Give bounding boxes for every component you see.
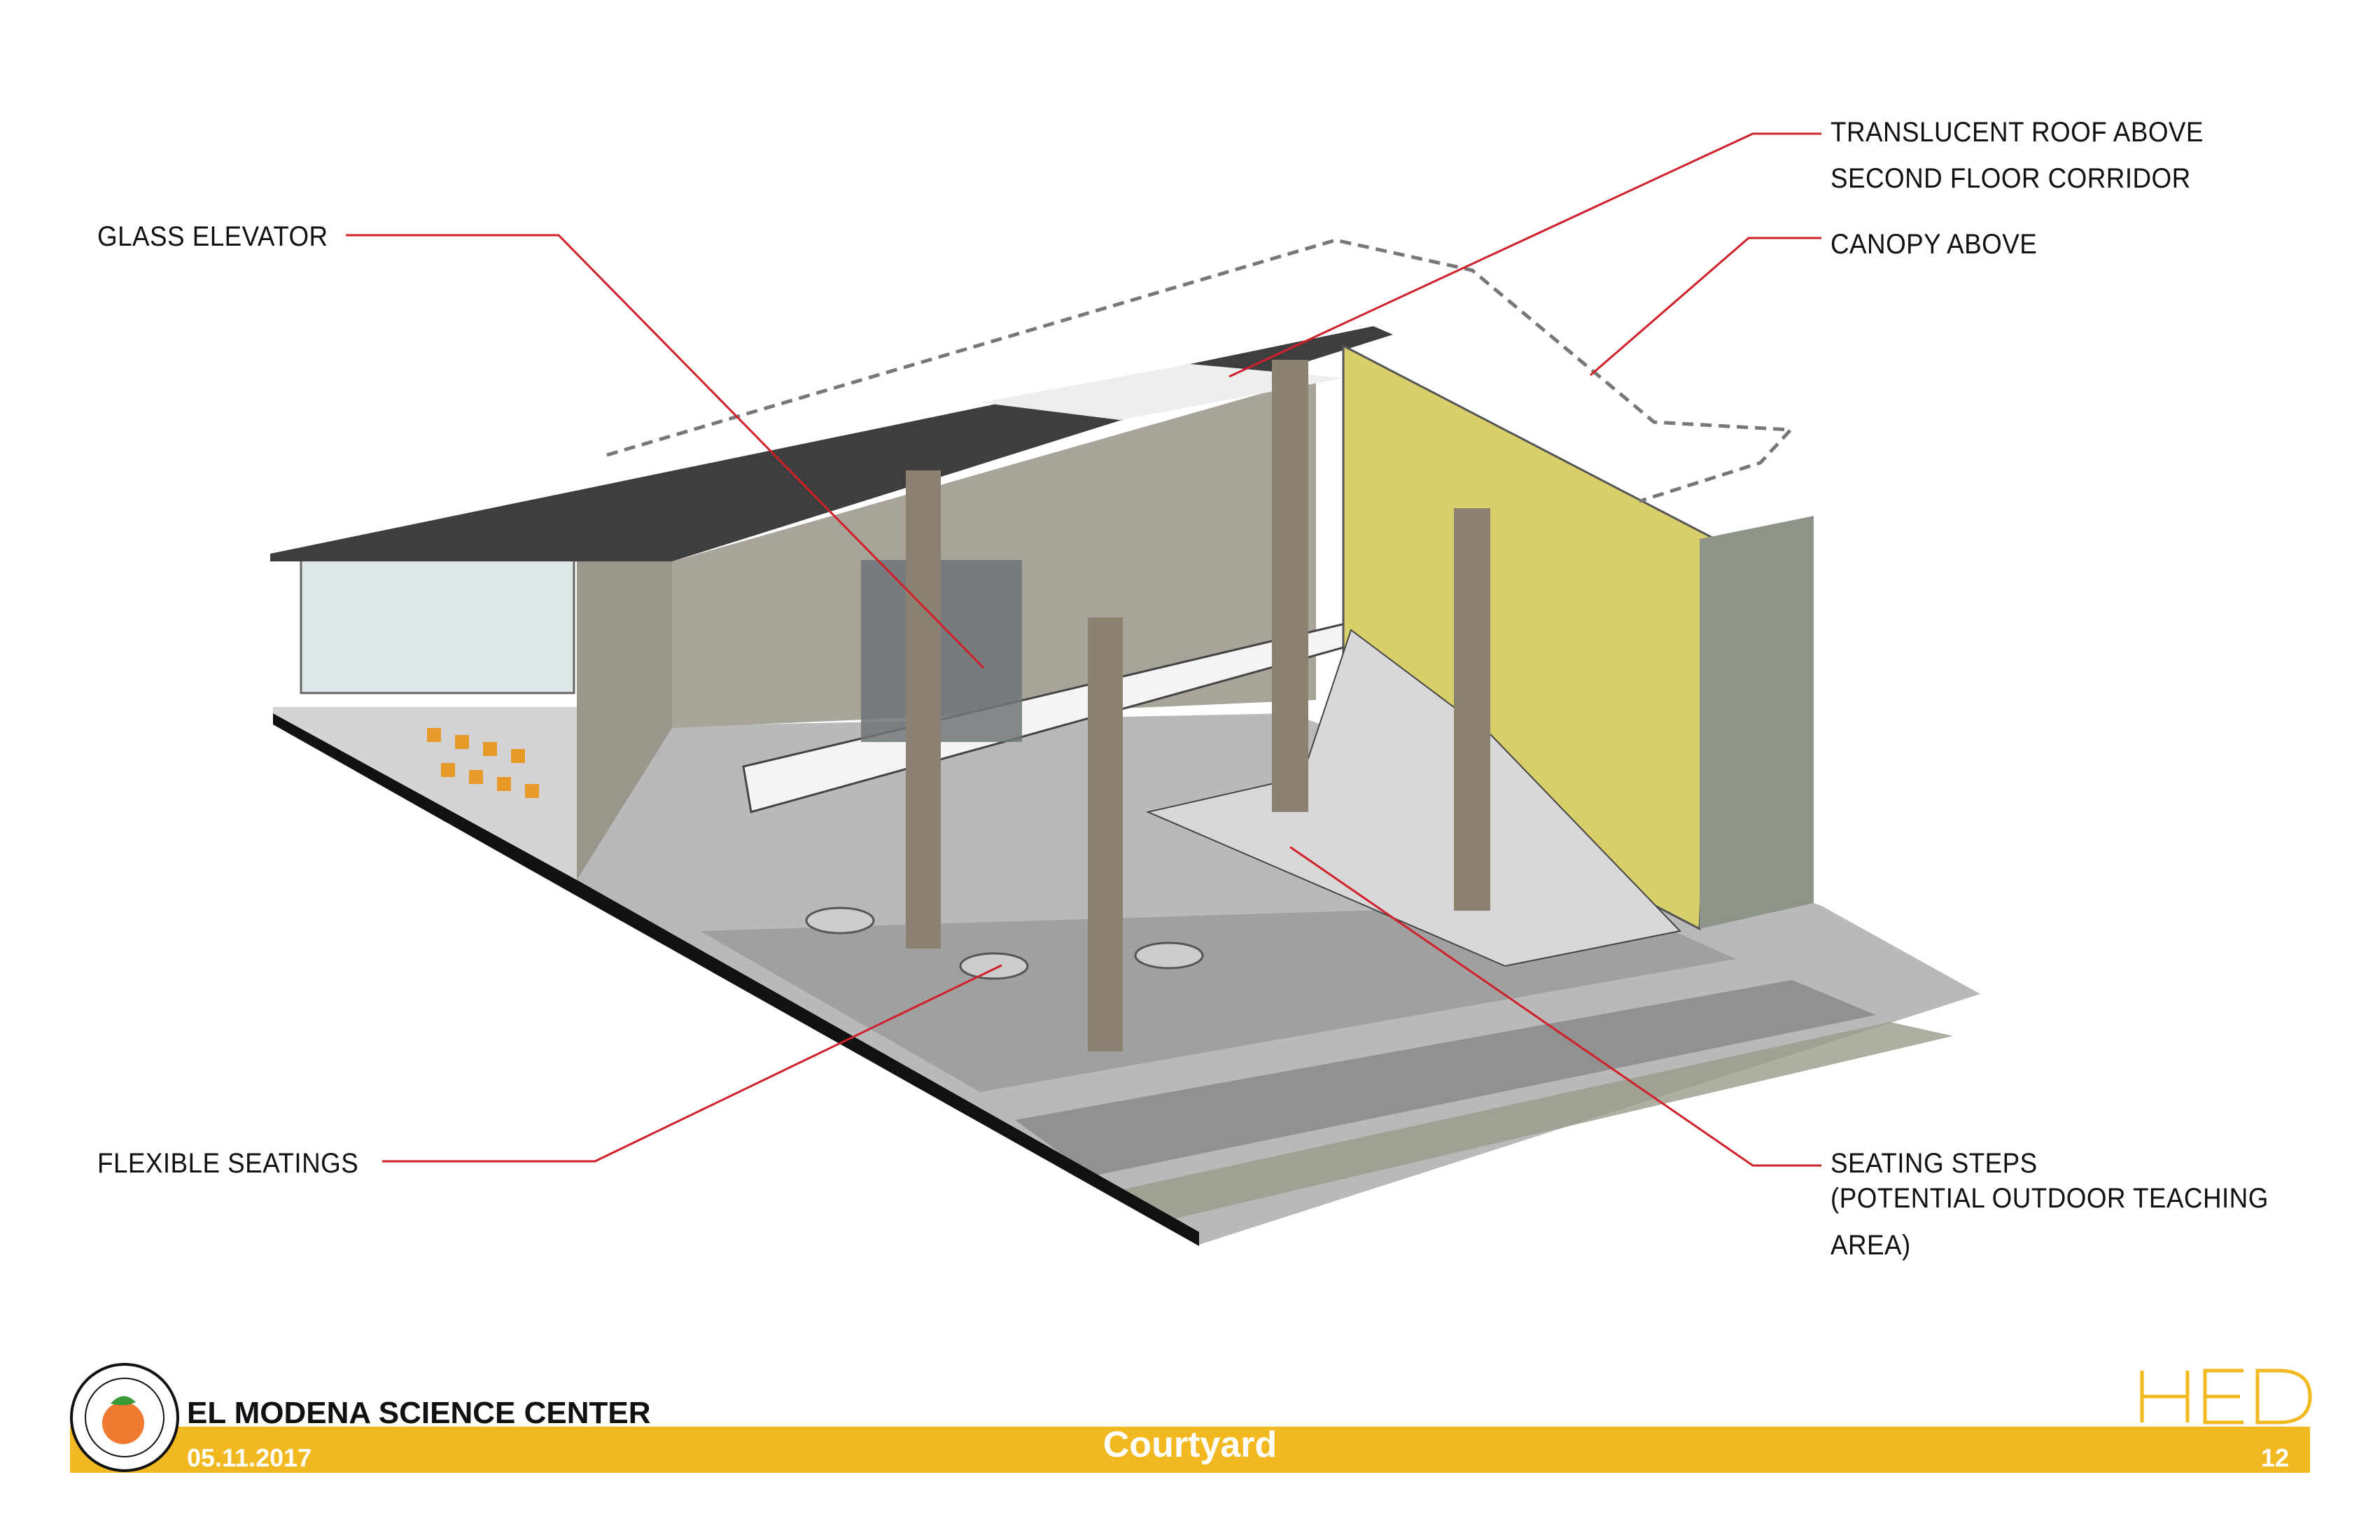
orange-chairs — [427, 728, 539, 798]
floor-band — [1015, 980, 1876, 1176]
left-wall — [577, 561, 672, 880]
callout-seating-steps-note-cont: AREA) — [1830, 1230, 1911, 1261]
footer-bar — [70, 1427, 2310, 1473]
glass-elevator — [861, 560, 1022, 742]
hed-logo — [2140, 1368, 2312, 1424]
project-title: EL MODENA SCIENCE CENTER — [187, 1396, 651, 1430]
callout-seating-steps-note: (POTENTIAL OUTDOOR TEACHING — [1830, 1183, 2269, 1214]
callout-glass-elevator: GLASS ELEVATOR — [97, 221, 328, 252]
leader-lines — [346, 132, 1821, 1167]
sheet-title: Courtyard — [1102, 1424, 1278, 1465]
column — [1454, 508, 1490, 911]
district-seal-logo — [70, 1363, 179, 1472]
back-wall — [672, 378, 1316, 728]
left-classroom-glazing — [300, 559, 575, 694]
end-wall — [1700, 516, 1814, 929]
cafe-tables — [805, 906, 1204, 980]
callout-flexible-seatings: FLEXIBLE SEATINGS — [97, 1148, 359, 1179]
column — [1272, 360, 1308, 812]
callout-seating-steps: SEATING STEPS — [1830, 1148, 2038, 1179]
callout-translucent-roof: TRANSLUCENT ROOF ABOVE — [1830, 117, 2204, 148]
column — [1088, 617, 1123, 1051]
skylight — [980, 364, 1344, 420]
slab-edge — [273, 713, 1199, 1246]
canopy-outline — [606, 238, 1795, 503]
left-classroom-floor — [273, 707, 577, 880]
column — [906, 470, 941, 948]
callout-canopy: CANOPY ABOVE — [1830, 229, 2038, 260]
floor-band — [1120, 1022, 1953, 1222]
sheet-date: 05.11.2017 — [187, 1443, 312, 1472]
callout-second-floor-corridor: SECOND FLOOR CORRIDOR — [1830, 163, 2191, 194]
page-number: 12 — [2261, 1443, 2290, 1472]
